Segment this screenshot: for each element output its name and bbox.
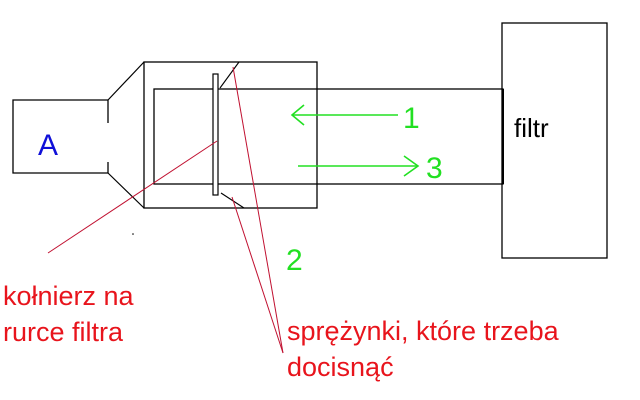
filter-tube bbox=[153, 88, 504, 185]
stray-dot bbox=[132, 233, 134, 235]
flange-annotation-line1: kołnierz na bbox=[3, 281, 134, 311]
box-a-label: A bbox=[38, 129, 59, 162]
springs-annotation-line2: docisnąć bbox=[287, 352, 394, 382]
spring-top-leader-line bbox=[232, 66, 284, 354]
funnel-top bbox=[107, 61, 145, 101]
flange-leader-line bbox=[47, 140, 218, 254]
springs-annotation-line1: sprężynki, które trzeba bbox=[287, 316, 559, 346]
spring-bottom-leader-line bbox=[231, 196, 284, 354]
flow-label-2: 2 bbox=[286, 244, 303, 277]
box-a-outline bbox=[12, 99, 108, 174]
flow-label-1: 1 bbox=[403, 102, 420, 135]
filter-label: filtr bbox=[514, 113, 549, 143]
spring-top bbox=[219, 61, 240, 89]
flange bbox=[212, 73, 219, 196]
funnel-bottom bbox=[107, 172, 145, 209]
flange-annotation-line2: rurce filtra bbox=[3, 317, 124, 347]
flow-arrow-3 bbox=[298, 155, 420, 177]
outer-housing bbox=[143, 61, 318, 209]
spring-bottom bbox=[220, 192, 245, 209]
flow-label-3: 3 bbox=[426, 152, 443, 185]
flow-arrow-1 bbox=[290, 104, 398, 126]
